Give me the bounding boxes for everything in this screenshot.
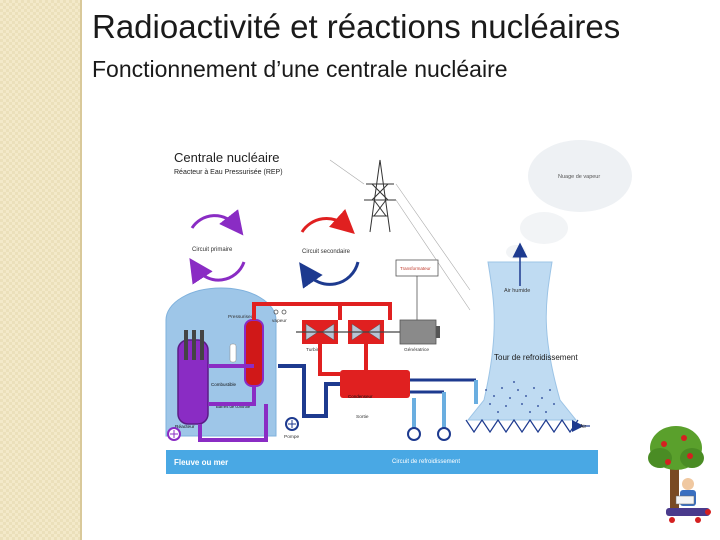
generator-label: Génératrice (404, 347, 429, 353)
feedwater-pump-icon (285, 417, 299, 431)
condenser (340, 370, 410, 398)
turbine-label: Turbine (306, 347, 322, 353)
reactor-vessel (177, 330, 237, 425)
outlet-label: Sortie (356, 414, 369, 420)
primary-loop-pipe (208, 364, 256, 406)
condenser-label: Condenseur (348, 394, 373, 399)
exhaust-pipe (318, 344, 368, 376)
primary-return-pipe (198, 404, 268, 442)
steam-pipe (252, 302, 392, 320)
fuel-label: Combustible (211, 382, 237, 387)
secondary-circuit-cycle-icon (299, 209, 360, 289)
feedwater-pipe (278, 364, 340, 418)
cooling-tower-label: Tour de refroidissement (494, 353, 578, 362)
slide-title: Radioactivité et réactions nucléaires (92, 8, 621, 45)
control-rods-label: Barres de contrôle (216, 404, 251, 409)
power-lines (329, 159, 471, 311)
cooling-spray (485, 381, 555, 413)
river-strip (166, 450, 598, 474)
side-divider (80, 0, 82, 540)
reactor-label: Réacteur (175, 424, 195, 430)
tower-base-supports (465, 418, 579, 434)
primary-circuit-label: Circuit primaire (192, 247, 233, 253)
cloud-label: Nuage de vapeur (558, 174, 600, 180)
diagram-subheading: Réacteur à Eau Pressurisée (REP) (174, 169, 283, 176)
decorative-side-strip (0, 0, 80, 540)
steam-label: vapeur (272, 318, 287, 324)
river-label: Fleuve ou mer (174, 458, 228, 467)
cooling-pump-icons (407, 427, 451, 441)
air-label: Air (580, 424, 586, 430)
generator-icon (399, 319, 440, 345)
turbine-icon (296, 320, 400, 344)
steam-cloud (506, 140, 632, 259)
pressurizer-label: Pressuriseur (228, 314, 255, 320)
steam-valves-icon (273, 309, 287, 315)
condenser-coil (410, 378, 476, 394)
primary-circuit-cycle-icon (189, 209, 246, 285)
cooling-tower (466, 261, 578, 421)
pump-label: Pompe (284, 434, 300, 440)
primary-pump-icon (167, 427, 181, 441)
humid-air-label: Air humide (504, 288, 530, 294)
pressurizer-vessel (244, 319, 264, 387)
slide-subtitle: Fonctionnement d’une centrale nucléaire (92, 56, 508, 82)
cooling-circuit-label: Circuit de refroidissement (392, 459, 460, 465)
secondary-circuit-label: Circuit secondaire (302, 249, 351, 255)
transformer-label: Transformateur (400, 266, 431, 271)
diagram-heading: Centrale nucléaire (174, 150, 280, 165)
decorative-tree-reader-icon (648, 426, 711, 523)
pylon-icon (364, 159, 396, 233)
